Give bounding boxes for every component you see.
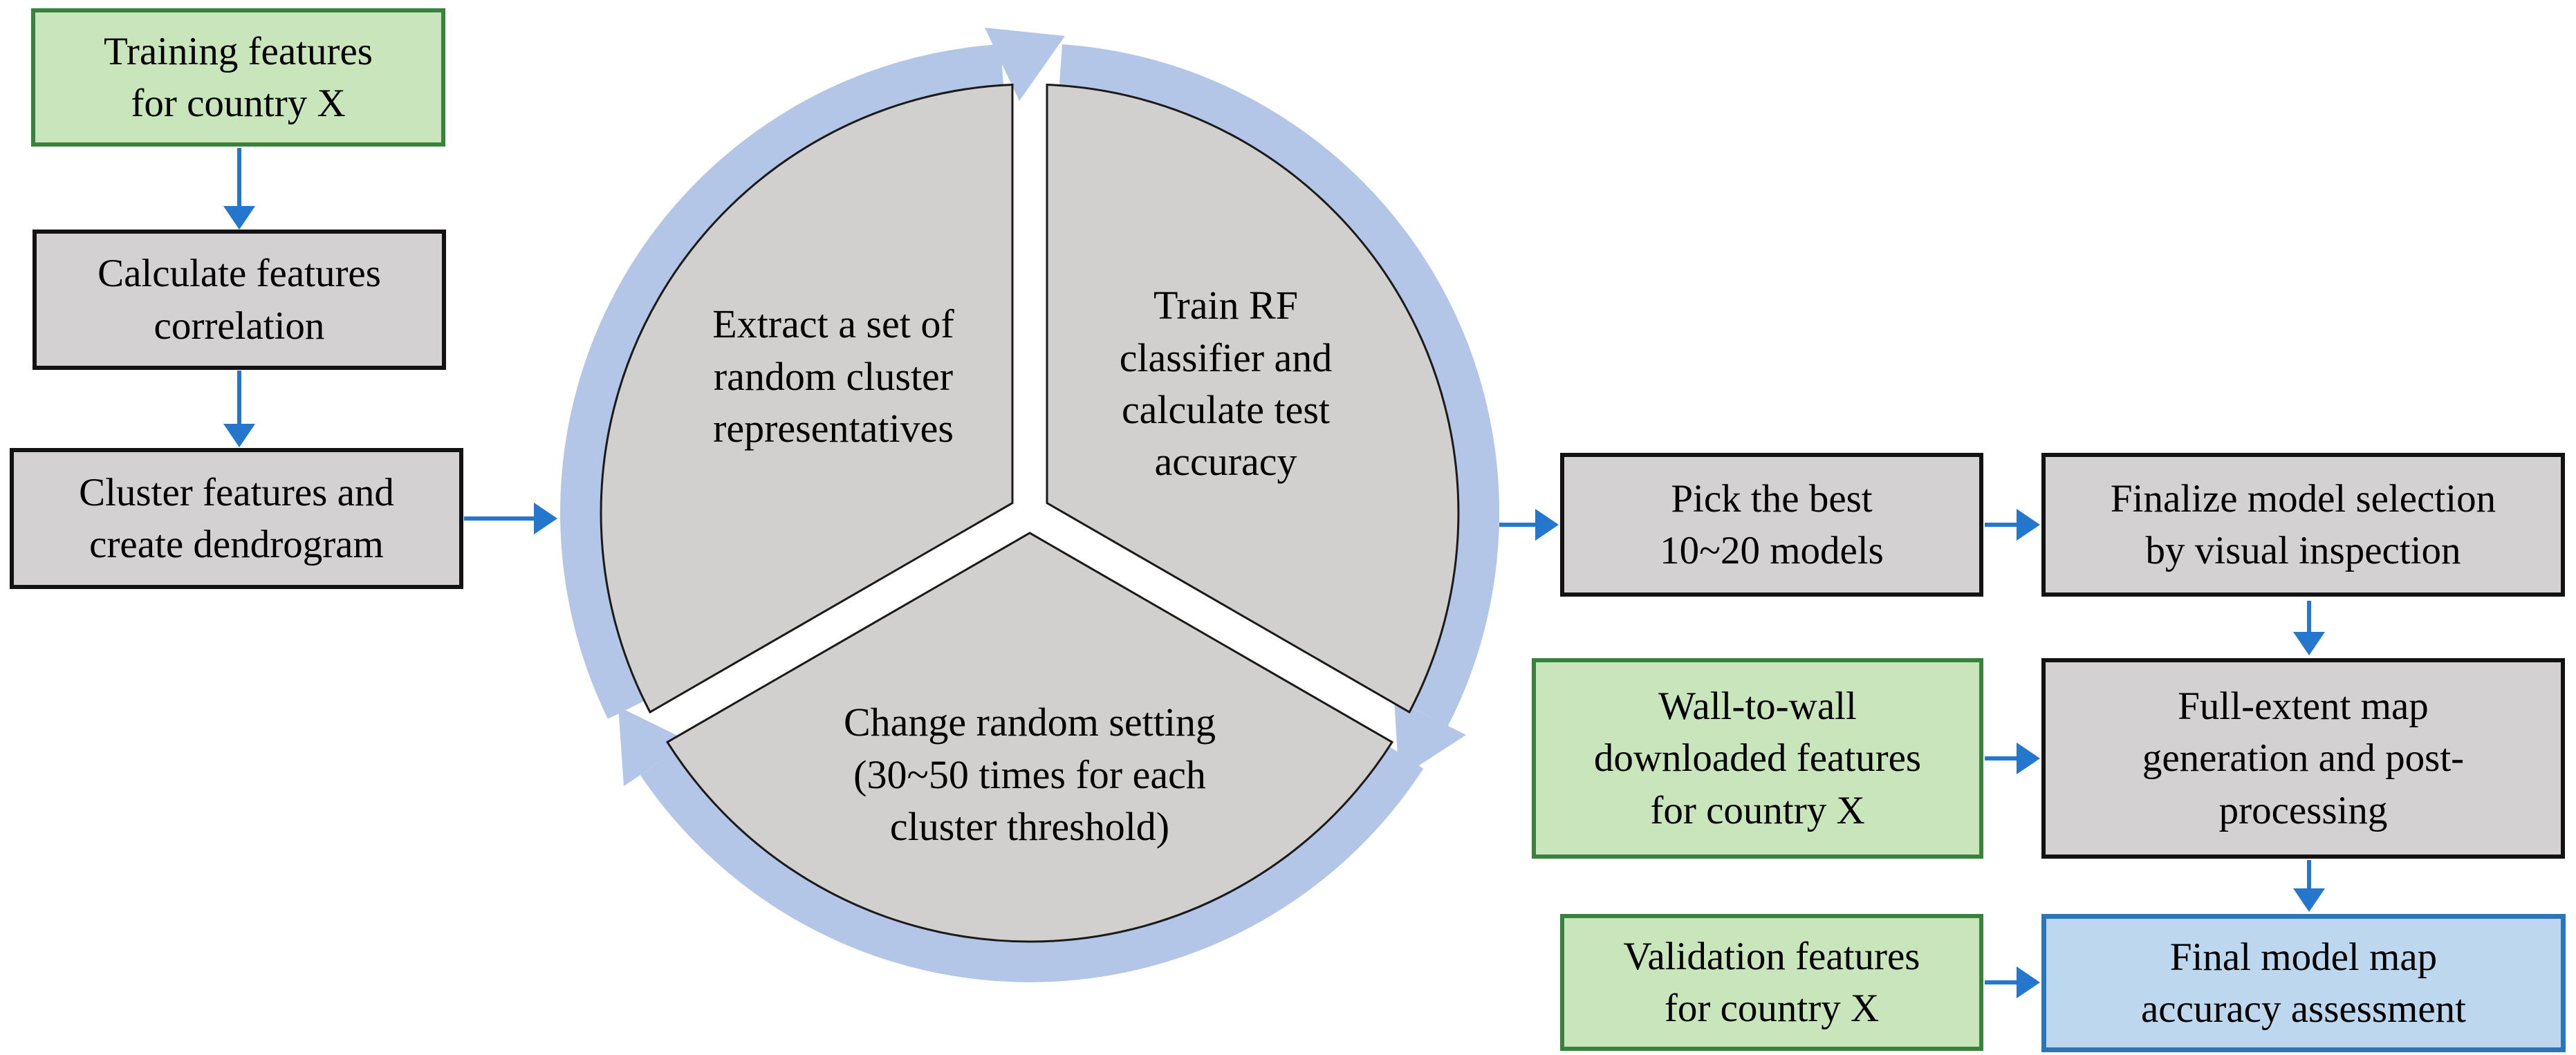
node-training-features: Training features for country X — [31, 8, 445, 147]
cycle-pie — [600, 83, 1460, 943]
cycle-label-train: Train RF classifier and calculate test a… — [1068, 273, 1383, 494]
arrow-head-icon — [2293, 888, 2325, 912]
arrow-cluster-to-cycle — [464, 503, 557, 534]
arrow-head-icon — [1535, 509, 1559, 541]
node-label: Training features for country X — [104, 29, 373, 125]
arrow-head-icon — [534, 503, 557, 534]
arrow-fullextent-to-final — [2293, 860, 2325, 912]
arrow-head-icon — [2017, 967, 2040, 998]
node-label: Final model map accuracy assessment — [2140, 935, 2467, 1031]
node-label: Calculate features correlation — [98, 252, 381, 348]
arrow-correlation-to-cluster — [223, 371, 255, 447]
arrow-wall-to-fullextent — [1985, 743, 2040, 774]
cycle-ring-arrow-top-icon — [985, 28, 1065, 101]
node-finalize-model-selection: Finalize model selection by visual inspe… — [2041, 453, 2565, 597]
arrow-validation-to-final — [1985, 967, 2040, 998]
cycle-ring-arc-bottom — [640, 747, 1424, 982]
node-label: Wall-to-wall downloaded features for cou… — [1593, 684, 1922, 832]
cycle-label-extract: Extract a set of random cluster represen… — [657, 285, 1010, 468]
node-full-extent-map: Full-extent map generation and post- pro… — [2041, 658, 2565, 859]
node-label: Full-extent map generation and post- pro… — [2142, 684, 2465, 832]
cycle-ring-arrow-lower-right-icon — [1394, 699, 1466, 778]
cycle-sector-extract — [600, 83, 1014, 714]
node-final-accuracy-assessment: Final model map accuracy assessment — [2041, 914, 2566, 1052]
node-label: Validation features for country X — [1623, 934, 1920, 1030]
node-wall-to-wall-features: Wall-to-wall downloaded features for cou… — [1532, 658, 1983, 859]
cycle-ring-arc-left — [560, 44, 1003, 719]
sector-label-text: Train RF classifier and calculate test a… — [1119, 283, 1333, 485]
arrow-pick-to-finalize — [1985, 509, 2040, 541]
node-calculate-correlation: Calculate features correlation — [33, 230, 446, 370]
arrow-head-icon — [223, 424, 255, 447]
cycle-sector-train — [1046, 83, 1460, 714]
arrow-head-icon — [2017, 509, 2040, 541]
arrow-head-icon — [2293, 632, 2325, 655]
cycle-sector-change — [665, 532, 1394, 943]
arrow-cycle-to-pick — [1499, 509, 1559, 541]
cycle-label-change: Change random setting (30~50 times for e… — [779, 693, 1280, 856]
node-label: Finalize model selection by visual inspe… — [2110, 476, 2496, 572]
cycle-ring — [560, 28, 1500, 982]
node-label: Pick the best 10~20 models — [1660, 476, 1884, 572]
node-cluster-features: Cluster features and create dendrogram — [10, 448, 463, 589]
sector-label-text: Extract a set of random cluster represen… — [712, 301, 954, 451]
node-validation-features: Validation features for country X — [1560, 914, 1983, 1051]
node-pick-best-models: Pick the best 10~20 models — [1560, 453, 1983, 597]
arrow-head-icon — [2017, 743, 2040, 774]
arrow-head-icon — [223, 206, 255, 230]
cycle-ring-arc-right — [1059, 44, 1500, 727]
cycle-ring-arrow-lower-left-icon — [618, 707, 690, 786]
sector-label-text: Change random setting (30~50 times for e… — [843, 700, 1216, 850]
arrow-finalize-to-fullextent — [2293, 601, 2325, 655]
node-label: Cluster features and create dendrogram — [79, 470, 394, 566]
arrow-training-to-correlation — [223, 148, 255, 230]
